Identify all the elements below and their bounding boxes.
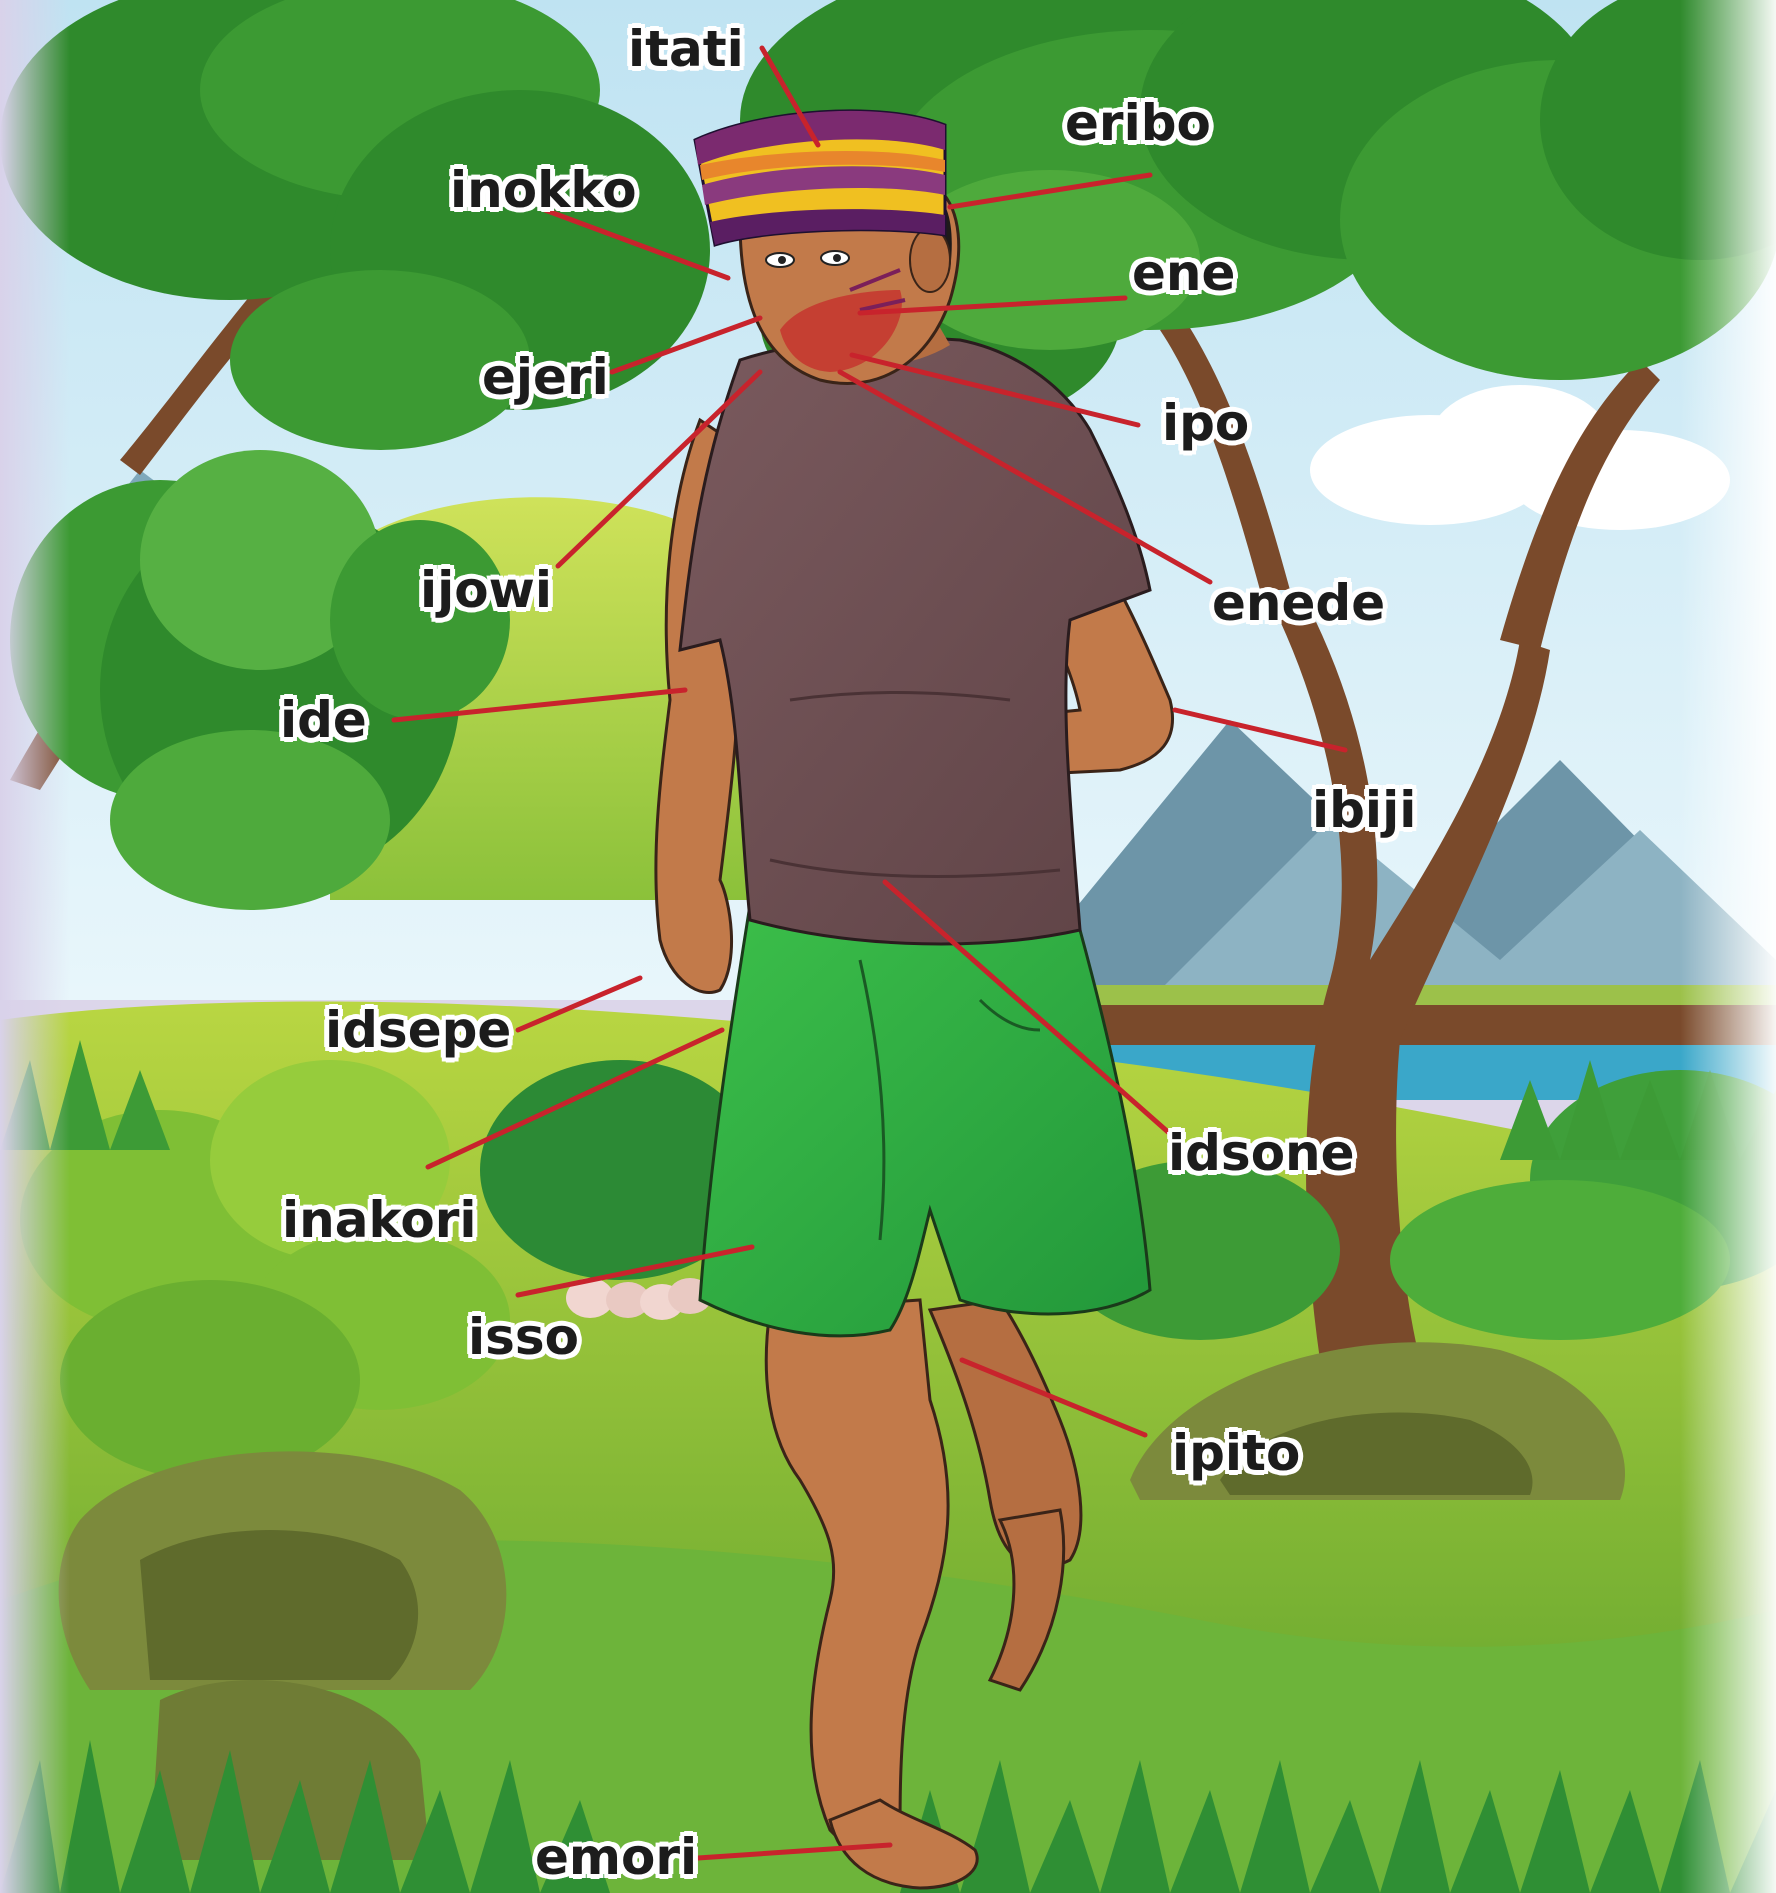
label-idsone: idsone: [1168, 1128, 1355, 1178]
label-ibiji: ibiji: [1312, 785, 1416, 835]
label-isso: isso: [468, 1312, 579, 1362]
label-eribo: eribo: [1065, 98, 1211, 148]
label-idsepe: idsepe: [325, 1005, 511, 1055]
label-emori: emori: [535, 1832, 697, 1882]
label-ipo: ipo: [1162, 398, 1249, 448]
label-ipito: ipito: [1172, 1428, 1300, 1478]
label-ide: ide: [280, 695, 367, 745]
right-edge-fade: [1680, 0, 1776, 1893]
label-inokko: inokko: [450, 165, 637, 215]
left-edge-fade: [0, 0, 70, 1893]
label-ijowi: ijowi: [420, 565, 552, 615]
label-itati: itati: [628, 24, 744, 74]
label-ejeri: ejeri: [482, 352, 609, 402]
label-enede: enede: [1212, 578, 1385, 628]
label-ene: ene: [1132, 248, 1235, 298]
label-inakori: inakori: [282, 1195, 477, 1245]
